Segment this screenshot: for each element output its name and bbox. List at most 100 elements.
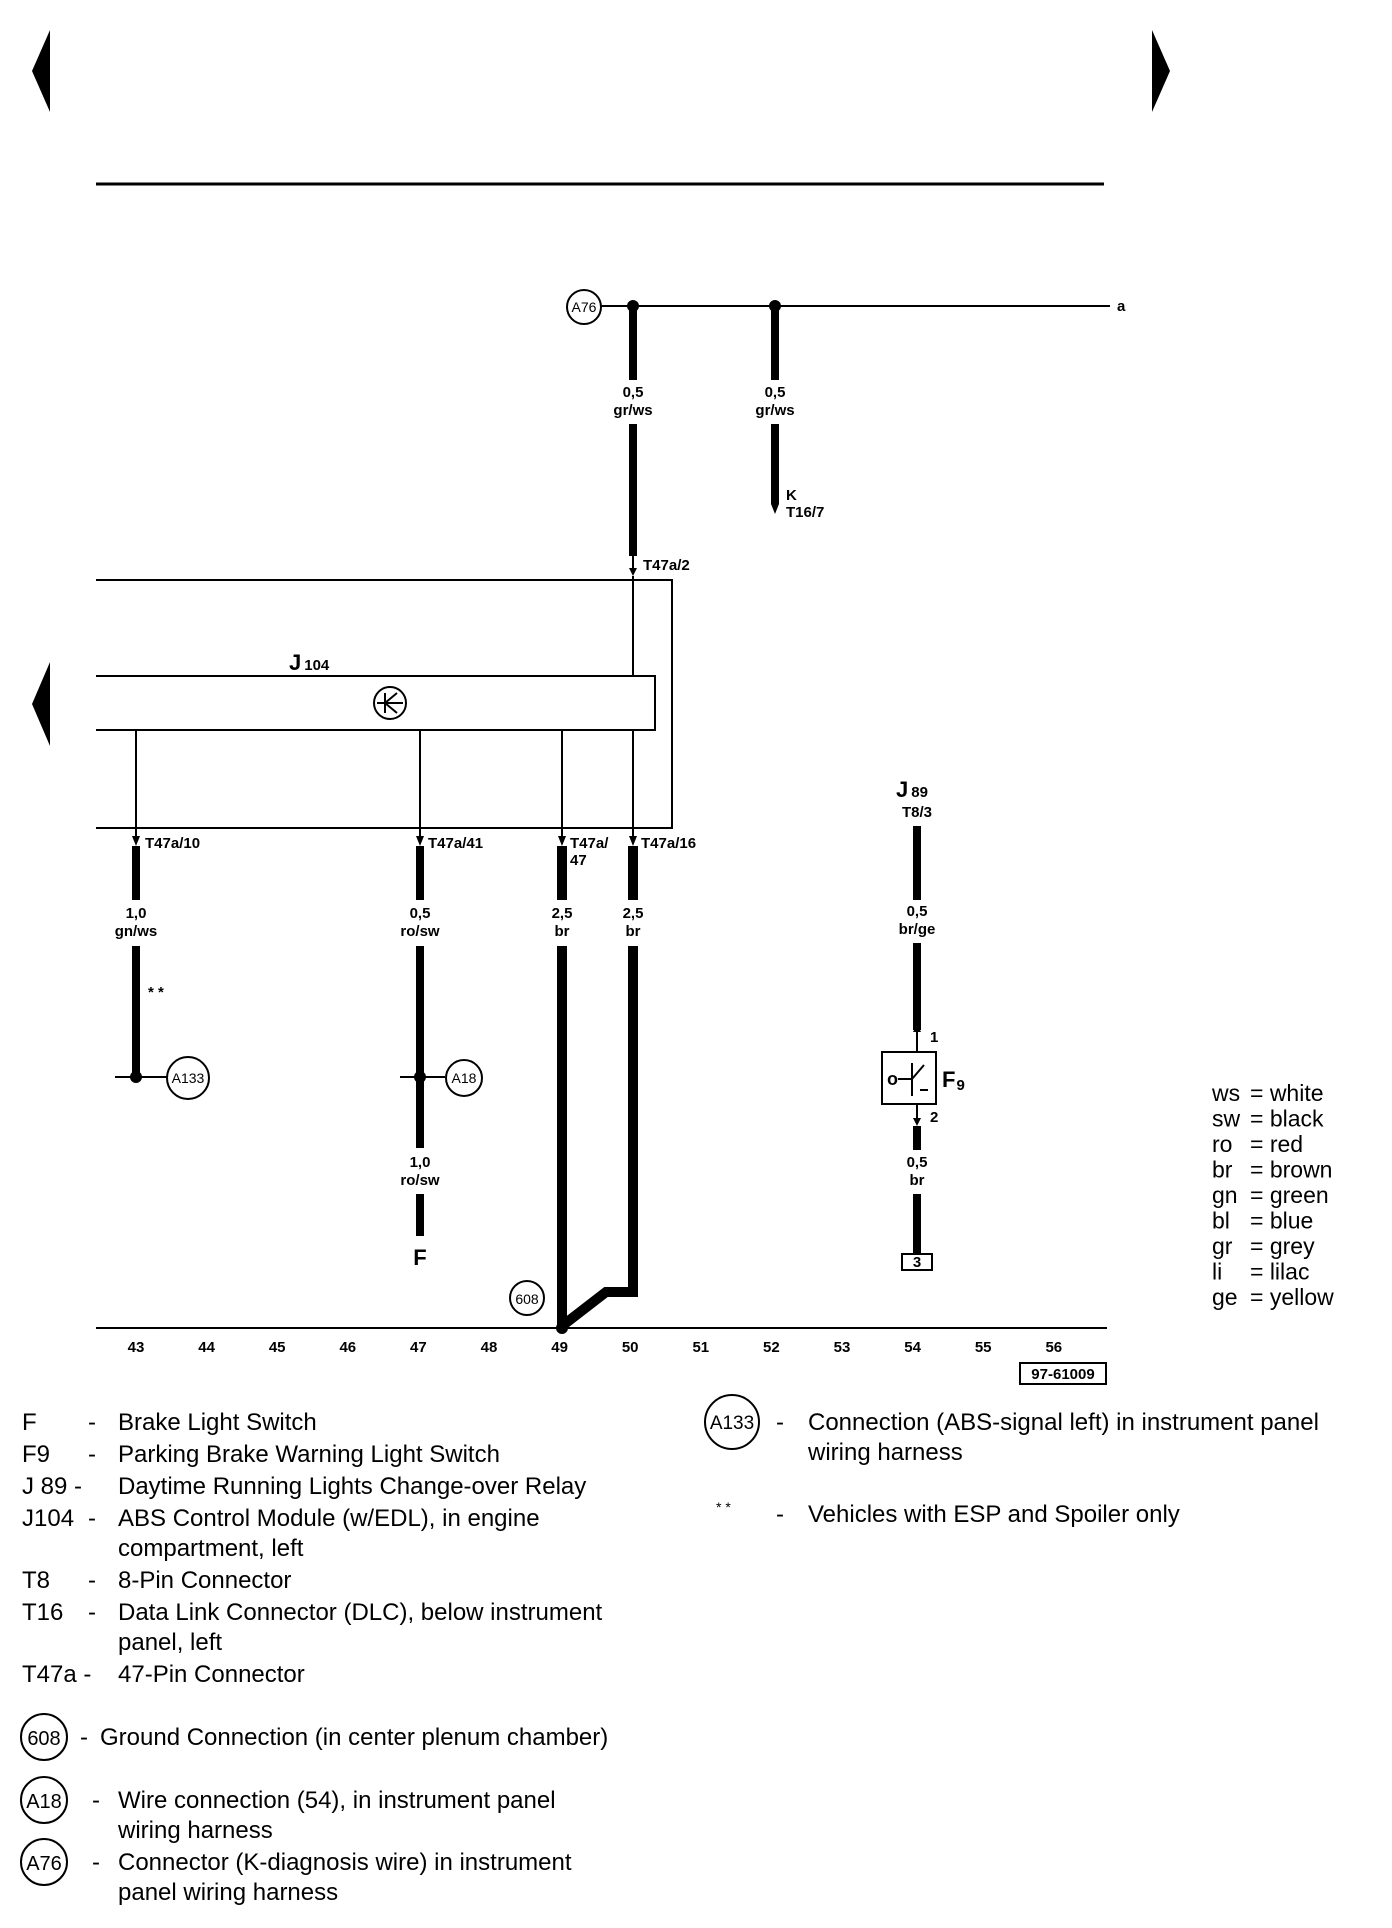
column-number: 44: [198, 1339, 215, 1356]
connector-arrow-icon: [558, 836, 566, 846]
connector-arrow-icon: [629, 836, 637, 846]
legend-description: Connector (K-diagnosis wire) in instrume…: [118, 1849, 572, 1876]
column-number: 46: [339, 1339, 356, 1356]
connector-t16-7-label: T16/7: [786, 504, 824, 521]
connector-t47a16-label: T47a/16: [641, 835, 696, 852]
legend-dash: -: [88, 1441, 96, 1468]
legend-dash: -: [92, 1787, 100, 1814]
column-number: 43: [128, 1339, 145, 1356]
nav-right-arrow-icon[interactable]: [1152, 30, 1170, 112]
f9-label: F9: [942, 1067, 965, 1094]
legend-right: A133-Connection (ABS-signal left) in ins…: [704, 1394, 1319, 1528]
wire-color: br: [555, 923, 570, 940]
color-code: ws: [1211, 1080, 1240, 1106]
legend-description: wiring harness: [117, 1817, 273, 1844]
connector-t8-3-label: T8/3: [902, 804, 932, 821]
connector-t47a47-label: 47: [570, 852, 587, 869]
connector-arrow-icon: [913, 1118, 921, 1126]
legend-description: 8-Pin Connector: [118, 1567, 291, 1594]
color-name: = blue: [1250, 1208, 1313, 1234]
wire-size: 0,5: [410, 905, 431, 922]
legend-circle-label: A76: [26, 1853, 62, 1875]
wire-size: 0,5: [623, 384, 644, 401]
connector-arrow-icon: [132, 836, 140, 846]
legend-code: T47a -: [22, 1661, 91, 1688]
k-label: K: [786, 487, 797, 504]
color-code: gr: [1212, 1233, 1233, 1259]
connector-arrow-icon: [629, 568, 637, 576]
wire-size: 1,0: [410, 1154, 431, 1171]
column-number: 56: [1045, 1339, 1062, 1356]
wire-color: ro/sw: [400, 923, 440, 940]
color-name: = lilac: [1250, 1259, 1309, 1285]
color-code: ro: [1212, 1131, 1232, 1157]
column-number: 48: [481, 1339, 498, 1356]
legend-description: Brake Light Switch: [118, 1409, 317, 1436]
legend-code: J104: [22, 1505, 74, 1532]
color-code: gn: [1212, 1182, 1238, 1208]
connection-a-label: a: [1117, 298, 1126, 315]
column-number: 45: [269, 1339, 286, 1356]
switch-symbol-icon: o: [887, 1069, 898, 1089]
color-name: = yellow: [1250, 1284, 1334, 1310]
legend-description: wiring harness: [807, 1439, 963, 1466]
legend-circle: [20, 1776, 68, 1824]
wire-col50: [558, 946, 638, 1330]
column-number: 52: [763, 1339, 780, 1356]
wire-size: 0,5: [907, 903, 928, 920]
wire-size: 2,5: [623, 905, 644, 922]
legend-circle-label: 608: [27, 1728, 60, 1750]
legend-circle-label: A18: [26, 1791, 62, 1813]
legend-description: Ground Connection (in center plenum cham…: [100, 1724, 608, 1751]
circle-a18-label: A18: [452, 1070, 477, 1086]
legend-description: Connection (ABS-signal left) in instrume…: [808, 1409, 1319, 1436]
connector-arrow-icon: [771, 504, 779, 514]
legend-description: panel wiring harness: [118, 1879, 338, 1906]
color-name: = black: [1250, 1106, 1324, 1132]
legend-circle: [20, 1838, 68, 1886]
color-name: = brown: [1250, 1157, 1332, 1183]
column-number: 51: [692, 1339, 709, 1356]
legend-description: 47-Pin Connector: [118, 1661, 305, 1688]
color-code: sw: [1212, 1106, 1241, 1132]
connector-t47a10-label: T47a/10: [145, 835, 200, 852]
color-code: ge: [1212, 1284, 1238, 1310]
wire-size: 2,5: [552, 905, 573, 922]
legend-dash: -: [88, 1505, 96, 1532]
legend-description: Vehicles with ESP and Spoiler only: [808, 1501, 1180, 1528]
junction-dot: [414, 1071, 426, 1083]
component-f-label: F: [413, 1245, 426, 1270]
circle-a133-label: A133: [172, 1070, 205, 1086]
circle-608-label: 608: [515, 1291, 539, 1307]
color-code: bl: [1212, 1208, 1230, 1234]
legend-connections: 608-Ground Connection (in center plenum …: [20, 1713, 608, 1906]
legend-description: compartment, left: [118, 1535, 304, 1562]
wire-size: 0,5: [907, 1154, 928, 1171]
legend-description: ABS Control Module (w/EDL), in engine: [118, 1505, 540, 1532]
column-number: 53: [834, 1339, 851, 1356]
connector-arrow-icon: [416, 836, 424, 846]
t47a-connector-outline: [96, 579, 673, 829]
wire-color: br/ge: [899, 921, 936, 938]
legend-dash: -: [80, 1724, 88, 1751]
nav-left-arrow-icon[interactable]: [32, 30, 50, 112]
column-number: 50: [622, 1339, 639, 1356]
diagram-code: 97-61009: [1031, 1366, 1094, 1383]
legend-description: panel, left: [118, 1629, 222, 1656]
connector-3-box: [901, 1253, 933, 1271]
legend-circle-label: A133: [710, 1413, 754, 1434]
legend-description: Data Link Connector (DLC), below instrum…: [118, 1599, 603, 1626]
legend-dash: -: [88, 1409, 96, 1436]
legend-dash: -: [88, 1599, 96, 1626]
column-number: 47: [410, 1339, 427, 1356]
color-name: = green: [1250, 1182, 1329, 1208]
legend-description: Wire connection (54), in instrument pane…: [118, 1787, 556, 1814]
column-number: 55: [975, 1339, 992, 1356]
nav-side-arrow-icon[interactable]: [32, 662, 50, 746]
connector-3-label: 3: [913, 1254, 921, 1271]
